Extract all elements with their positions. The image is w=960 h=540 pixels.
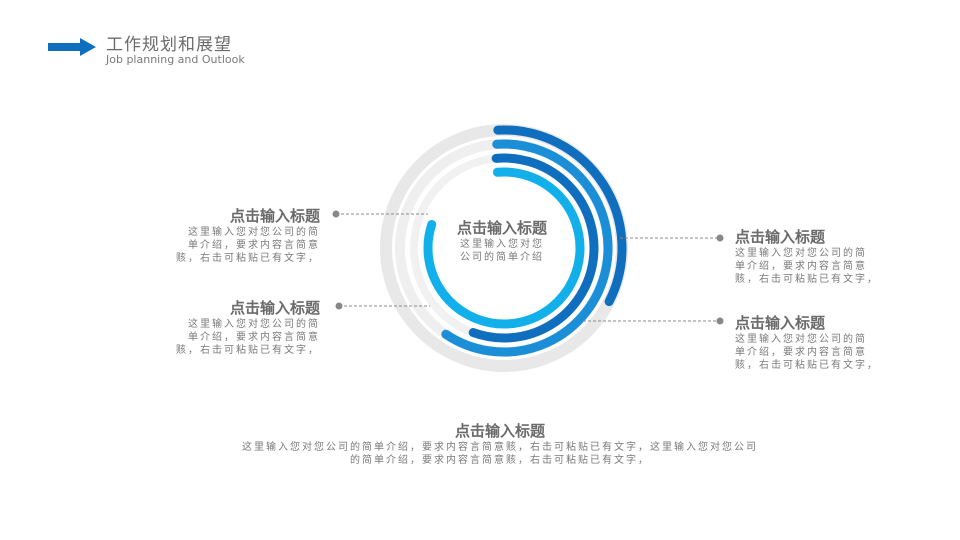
bottom-line1: 这里输入您对您公司的简单介绍，要求内容言简意赅，右击可粘贴已有文字，这里输入您对… — [242, 442, 758, 453]
right-bottom-line1: 这里输入您对您公司的简 — [735, 334, 867, 345]
center-body-line2: 公司的简单介绍 — [460, 252, 544, 263]
left-bottom-line3: 赅，右击可粘贴已有文字， — [176, 345, 320, 356]
center-body-line1: 这里输入您对您 — [460, 239, 544, 250]
bottom-block: 点击输入标题 这里输入您对您公司的简单介绍，要求内容言简意赅，右击可粘贴已有文字… — [200, 421, 800, 467]
left-bottom-line1: 这里输入您对您公司的简 — [188, 319, 320, 330]
right-bottom-line2: 单介绍，要求内容言简意 — [735, 347, 867, 358]
left-top-line2: 单介绍，要求内容言简意 — [188, 240, 320, 251]
right-arrow-icon — [48, 38, 96, 56]
right-top-line2: 单介绍，要求内容言简意 — [735, 261, 867, 272]
right-bottom-heading[interactable]: 点击输入标题 — [735, 314, 826, 332]
left-bottom-block: 点击输入标题 这里输入您对您公司的简 单介绍，要求内容言简意 赅，右击可粘贴已有… — [150, 298, 320, 357]
arc-third — [468, 153, 599, 343]
page-subtitle: Job planning and Outlook — [106, 53, 245, 66]
center-label: 点击输入标题 这里输入您对您 公司的简单介绍 — [446, 218, 558, 264]
bottom-line2: 的简单介绍，要求内容言简意赅，右击可粘贴已有文字， — [350, 455, 650, 466]
arc-second — [441, 139, 613, 357]
left-top-heading[interactable]: 点击输入标题 — [229, 207, 320, 225]
right-top-heading[interactable]: 点击输入标题 — [735, 228, 826, 246]
right-top-line1: 这里输入您对您公司的简 — [735, 248, 867, 259]
right-top-block: 点击输入标题 这里输入您对您公司的简 单介绍，要求内容言简意 赅，右击可粘贴已有… — [735, 227, 905, 286]
connector-dot-left-top — [332, 210, 340, 218]
right-bottom-block: 点击输入标题 这里输入您对您公司的简 单介绍，要求内容言简意 赅，右击可粘贴已有… — [735, 313, 905, 372]
left-bottom-heading[interactable]: 点击输入标题 — [229, 299, 320, 317]
left-top-line3: 赅，右击可粘贴已有文字， — [176, 253, 320, 264]
right-bottom-line3: 赅，右击可粘贴已有文字， — [735, 360, 879, 371]
connector-dot-left-bottom — [335, 302, 343, 310]
arc-inner — [423, 167, 585, 329]
left-top-block: 点击输入标题 这里输入您对您公司的简 单介绍，要求内容言简意 赅，右击可粘贴已有… — [150, 206, 320, 265]
page-title: 工作规划和展望 — [106, 35, 232, 55]
bottom-heading[interactable]: 点击输入标题 — [454, 422, 545, 440]
connector-dot-right-bottom — [716, 317, 724, 325]
arc-outer — [493, 125, 627, 307]
connector-dot-right-top — [716, 234, 724, 242]
left-top-line1: 这里输入您对您公司的简 — [188, 227, 320, 238]
center-heading[interactable]: 点击输入标题 — [456, 219, 547, 237]
right-top-line3: 赅，右击可粘贴已有文字， — [735, 274, 879, 285]
left-bottom-line2: 单介绍，要求内容言简意 — [188, 332, 320, 343]
